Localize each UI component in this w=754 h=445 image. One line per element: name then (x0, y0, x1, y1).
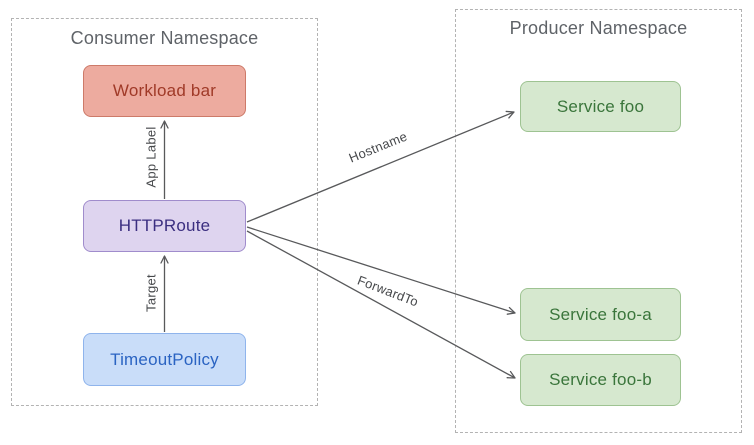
edge-label-forwardto: ForwardTo (355, 272, 421, 310)
node-httproute-label: HTTPRoute (118, 216, 211, 235)
producer-namespace-title: Producer Namespace (509, 18, 688, 38)
edge-label-target: Target (143, 274, 159, 312)
node-timeoutpolicy: TimeoutPolicy (83, 333, 246, 386)
node-httproute: HTTPRoute (83, 200, 246, 252)
edge-label-hostname: Hostname (346, 128, 410, 166)
node-service-foo-b: Service foo-b (520, 354, 681, 406)
consumer-namespace-title: Consumer Namespace (70, 28, 259, 48)
node-timeoutpolicy-label: TimeoutPolicy (110, 349, 219, 369)
node-service-foo-b-label: Service foo-b (549, 370, 652, 389)
edge-label-app-label: App Label (143, 126, 159, 188)
node-service-foo: Service foo (520, 81, 681, 132)
node-service-foo-a-label: Service foo-a (549, 304, 652, 324)
node-service-foo-a: Service foo-a (520, 288, 681, 341)
node-workload-bar: Workload bar (83, 65, 246, 117)
node-workload-bar-label: Workload bar (112, 81, 217, 100)
node-service-foo-label: Service foo (556, 96, 645, 116)
